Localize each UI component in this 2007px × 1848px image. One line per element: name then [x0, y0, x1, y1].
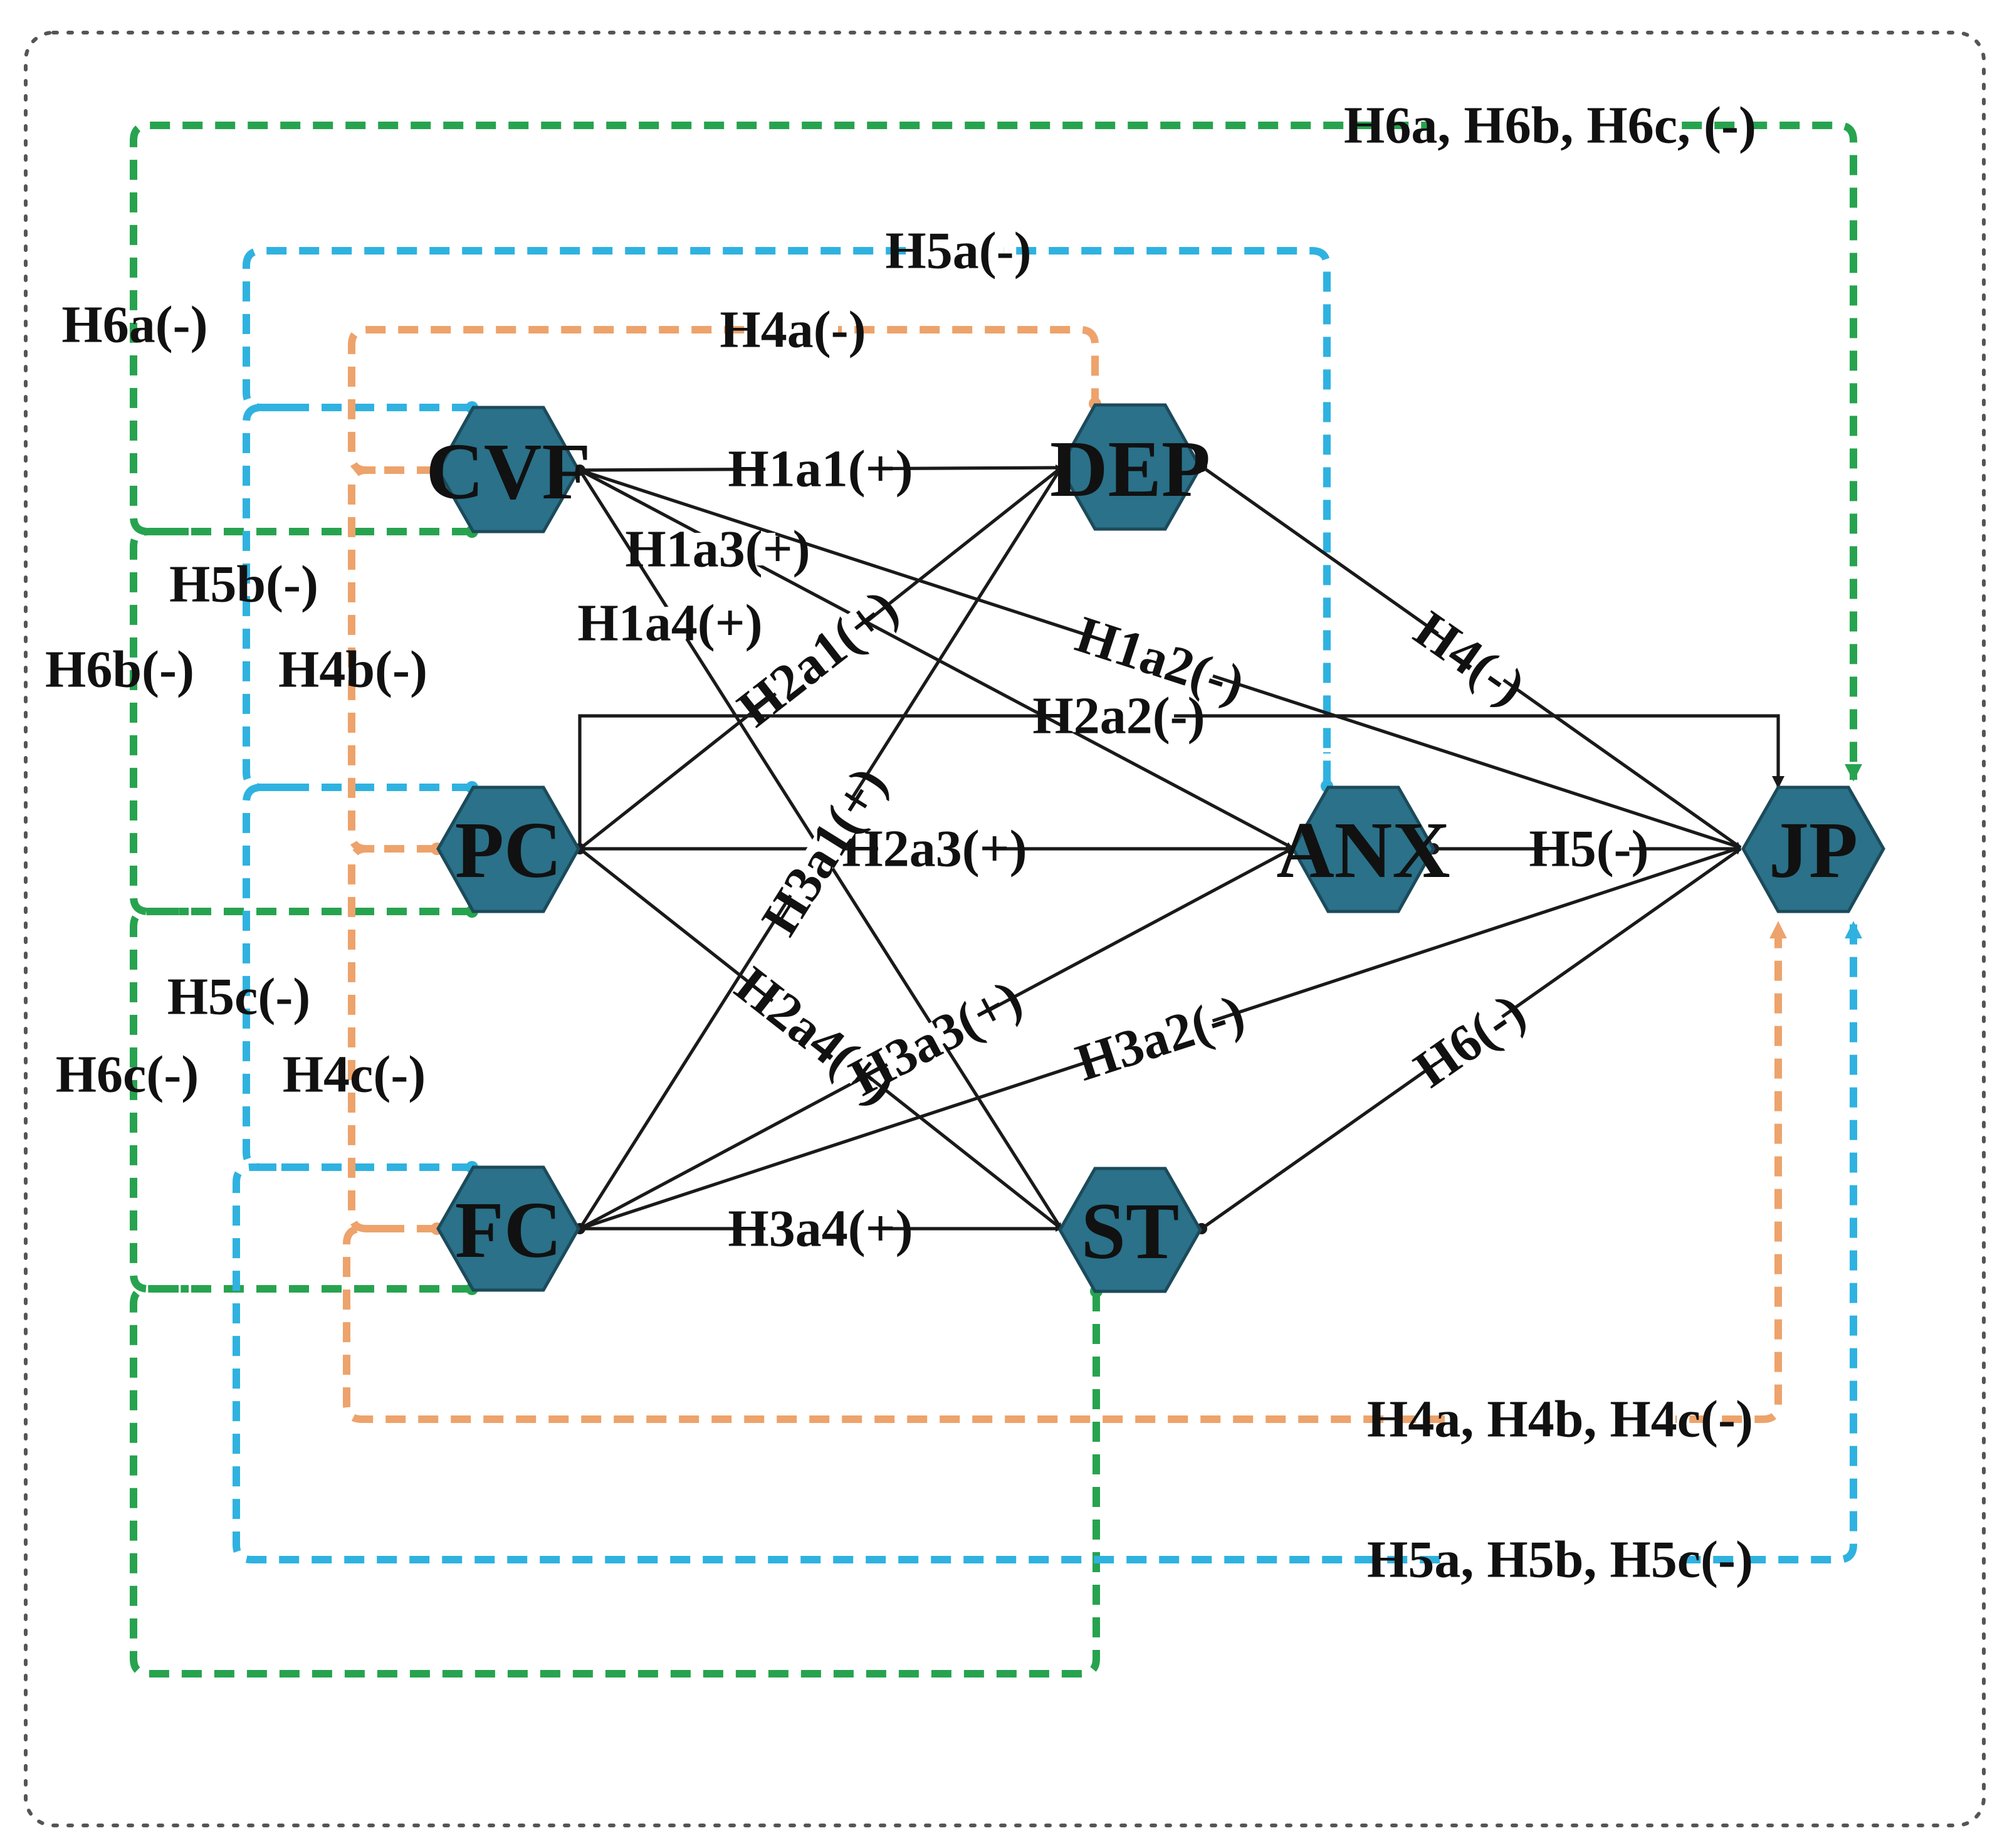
node-label-pc: PC — [455, 806, 562, 895]
node-st: ST — [1058, 1167, 1202, 1293]
label-h4-total: H4a, H4b, H4c(-) — [1367, 1390, 1753, 1449]
label-h2a3: H2a3(+) — [842, 820, 1027, 878]
label-h5: H5(-) — [1529, 820, 1648, 878]
label-h6-total: H6a, H6b, H6c, (-) — [1344, 97, 1756, 155]
node-label-st: ST — [1081, 1187, 1180, 1276]
node-label-cvf: CVF — [426, 427, 590, 516]
node-cvf: CVF — [426, 406, 591, 533]
label-h1a4: H1a4(+) — [577, 594, 762, 653]
label-h3a4: H3a4(+) — [728, 1200, 913, 1258]
node-pc: PC — [436, 785, 580, 913]
h6-mediation-lines — [130, 122, 1862, 1677]
label-h6a: H6a(-) — [61, 296, 207, 354]
label-h1a1: H1a1(+) — [728, 440, 913, 498]
label-h3a3: H3a3(+) — [841, 969, 1031, 1108]
label-h4a: H4a(-) — [720, 301, 866, 359]
node-fc: FC — [436, 1165, 580, 1292]
label-h4: H4(-) — [1404, 600, 1536, 717]
label-h5b: H5b(-) — [169, 555, 318, 614]
node-anx: ANX — [1276, 785, 1450, 913]
mediation-labels: H6a, H6b, H6c, (-) H5a(-) H4a(-) H6a(-) … — [45, 97, 1756, 1589]
h4-mediation-lines — [343, 326, 1787, 1423]
label-h4c: H4c(-) — [283, 1046, 426, 1104]
label-h5c: H5c(-) — [167, 968, 311, 1026]
label-h3a2: H3a2(-) — [1069, 984, 1252, 1093]
label-h5-total: H5a, H5b, H5c(-) — [1367, 1531, 1753, 1589]
node-dep: DEP — [1050, 403, 1210, 531]
diagram-frame — [24, 31, 1986, 1827]
node-jp: JP — [1741, 785, 1885, 913]
node-label-anx: ANX — [1276, 806, 1450, 895]
label-h6: H6(-) — [1404, 982, 1536, 1099]
node-label-dep: DEP — [1050, 424, 1210, 513]
label-h5a: H5a(-) — [885, 222, 1031, 280]
label-h2a2: H2a2(-) — [1032, 687, 1205, 745]
node-label-jp: JP — [1769, 806, 1858, 895]
label-h6c: H6c(-) — [56, 1046, 199, 1104]
label-h4b: H4b(-) — [278, 641, 427, 699]
label-h1a3: H1a3(+) — [625, 520, 810, 579]
label-h6b: H6b(-) — [45, 641, 194, 699]
path-h2a2 — [578, 714, 1784, 849]
node-label-fc: FC — [455, 1185, 562, 1274]
